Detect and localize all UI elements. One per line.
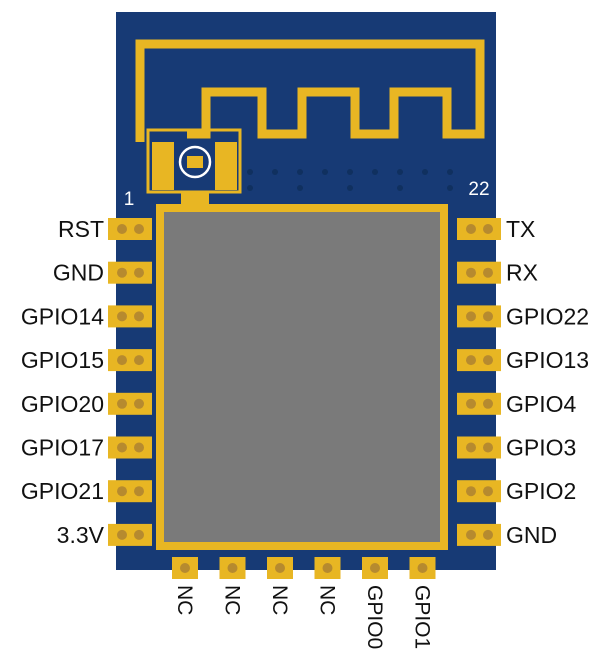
pin-label-left-rst: RST: [58, 216, 104, 242]
pin-hole: [117, 486, 127, 497]
pin-label-bottom-gpio0-5: GPIO0: [363, 585, 386, 649]
pin-hole: [466, 486, 476, 497]
pin-pad-left-2: [108, 261, 152, 284]
pin-label-right-gnd: GND: [506, 522, 557, 548]
pin-pad-left-3: [108, 305, 152, 328]
pin-label-right-rx: RX: [506, 260, 538, 286]
pin-label-right-gpio3: GPIO3: [506, 435, 576, 461]
pin-pad-left-7: [108, 480, 152, 503]
pin-pad-left-8: [108, 523, 152, 546]
pin-hole: [117, 529, 127, 540]
pin-hole: [117, 355, 127, 366]
pin-hole: [134, 311, 144, 322]
pin-hole: [466, 355, 476, 366]
pin-hole: [275, 563, 285, 573]
pin-pad-right-5: [457, 392, 501, 415]
pin-hole: [134, 529, 144, 540]
pin-label-left-gpio17: GPIO17: [21, 435, 104, 461]
pin-hole: [117, 398, 127, 409]
pin-pad-left-6: [108, 436, 152, 459]
pin-label-left-gpio14: GPIO14: [21, 303, 104, 329]
pin-label-right-gpio4: GPIO4: [506, 391, 577, 417]
pin-pad-right-6: [457, 436, 501, 459]
pin-hole: [466, 442, 476, 453]
pin-hole: [180, 563, 190, 573]
pin-label-right-tx: TX: [506, 216, 535, 242]
pin-hole: [483, 486, 493, 497]
shield-can: [156, 204, 448, 550]
led-component: [146, 128, 242, 206]
pin-label-left-33v: 3.3V: [57, 522, 105, 548]
pin-pad-right-8: [457, 523, 501, 546]
pin-label-bottom-gpio1-6: GPIO1: [411, 585, 434, 649]
pin-hole: [483, 267, 493, 278]
pin-hole: [483, 529, 493, 540]
pin-hole: [134, 442, 144, 453]
pin-label-right-gpio13: GPIO13: [506, 347, 589, 373]
pin-label-left-gpio20: GPIO20: [21, 391, 104, 417]
pin-hole: [322, 563, 333, 573]
bottom-pins: NC NC NC NC GPIO0 GPIO1: [172, 557, 436, 649]
pin-pad-right-3: [457, 305, 501, 328]
pin-hole: [417, 563, 428, 573]
pin-pad-left-5: [108, 392, 152, 415]
pin-hole: [134, 486, 144, 497]
pin-hole: [466, 398, 476, 409]
pin-number-first: 1: [124, 189, 135, 210]
pin-hole: [370, 563, 380, 573]
pin-label-left-gpio15: GPIO15: [21, 347, 104, 373]
pin-label-right-gpio22: GPIO22: [506, 303, 589, 329]
pcb-antenna-trace: [135, 39, 485, 142]
pin-hole: [483, 224, 493, 234]
pin-hole: [466, 267, 476, 278]
pin-pad-right-7: [457, 480, 501, 503]
pin-hole: [483, 398, 493, 409]
pin-hole: [134, 267, 144, 278]
pin-pad-left-1: [108, 218, 152, 240]
pin-pad-right-1: [457, 218, 501, 240]
pin-hole: [117, 311, 127, 322]
pin-pad-left-4: [108, 349, 152, 372]
pin-hole: [466, 311, 476, 322]
pin-hole: [117, 224, 127, 234]
pin-hole: [483, 311, 493, 322]
pin-pad-right-4: [457, 349, 501, 372]
pin-label-bottom-nc-1: NC: [173, 585, 196, 615]
pin-pad-right-2: [457, 261, 501, 284]
pin-hole: [483, 355, 493, 366]
pin-label-left-gnd: GND: [53, 260, 104, 286]
pin-hole: [466, 529, 476, 540]
pin-label-bottom-nc-2: NC: [221, 585, 244, 615]
pin-label-right-gpio2: GPIO2: [506, 478, 576, 504]
pin-hole: [483, 442, 493, 453]
pin-hole: [227, 563, 238, 573]
pin-label-bottom-nc-3: NC: [268, 585, 291, 615]
pin-hole: [134, 224, 144, 234]
pin-label-bottom-nc-4: NC: [316, 585, 339, 615]
pin-label-left-gpio21: GPIO21: [21, 478, 104, 504]
pin-number-last: 22: [468, 179, 489, 200]
pin-hole: [134, 398, 144, 409]
pin-hole: [117, 442, 127, 453]
pin-hole: [134, 355, 144, 366]
pin-hole: [466, 224, 476, 234]
pin-hole: [117, 267, 127, 278]
via-dots: [247, 169, 453, 191]
